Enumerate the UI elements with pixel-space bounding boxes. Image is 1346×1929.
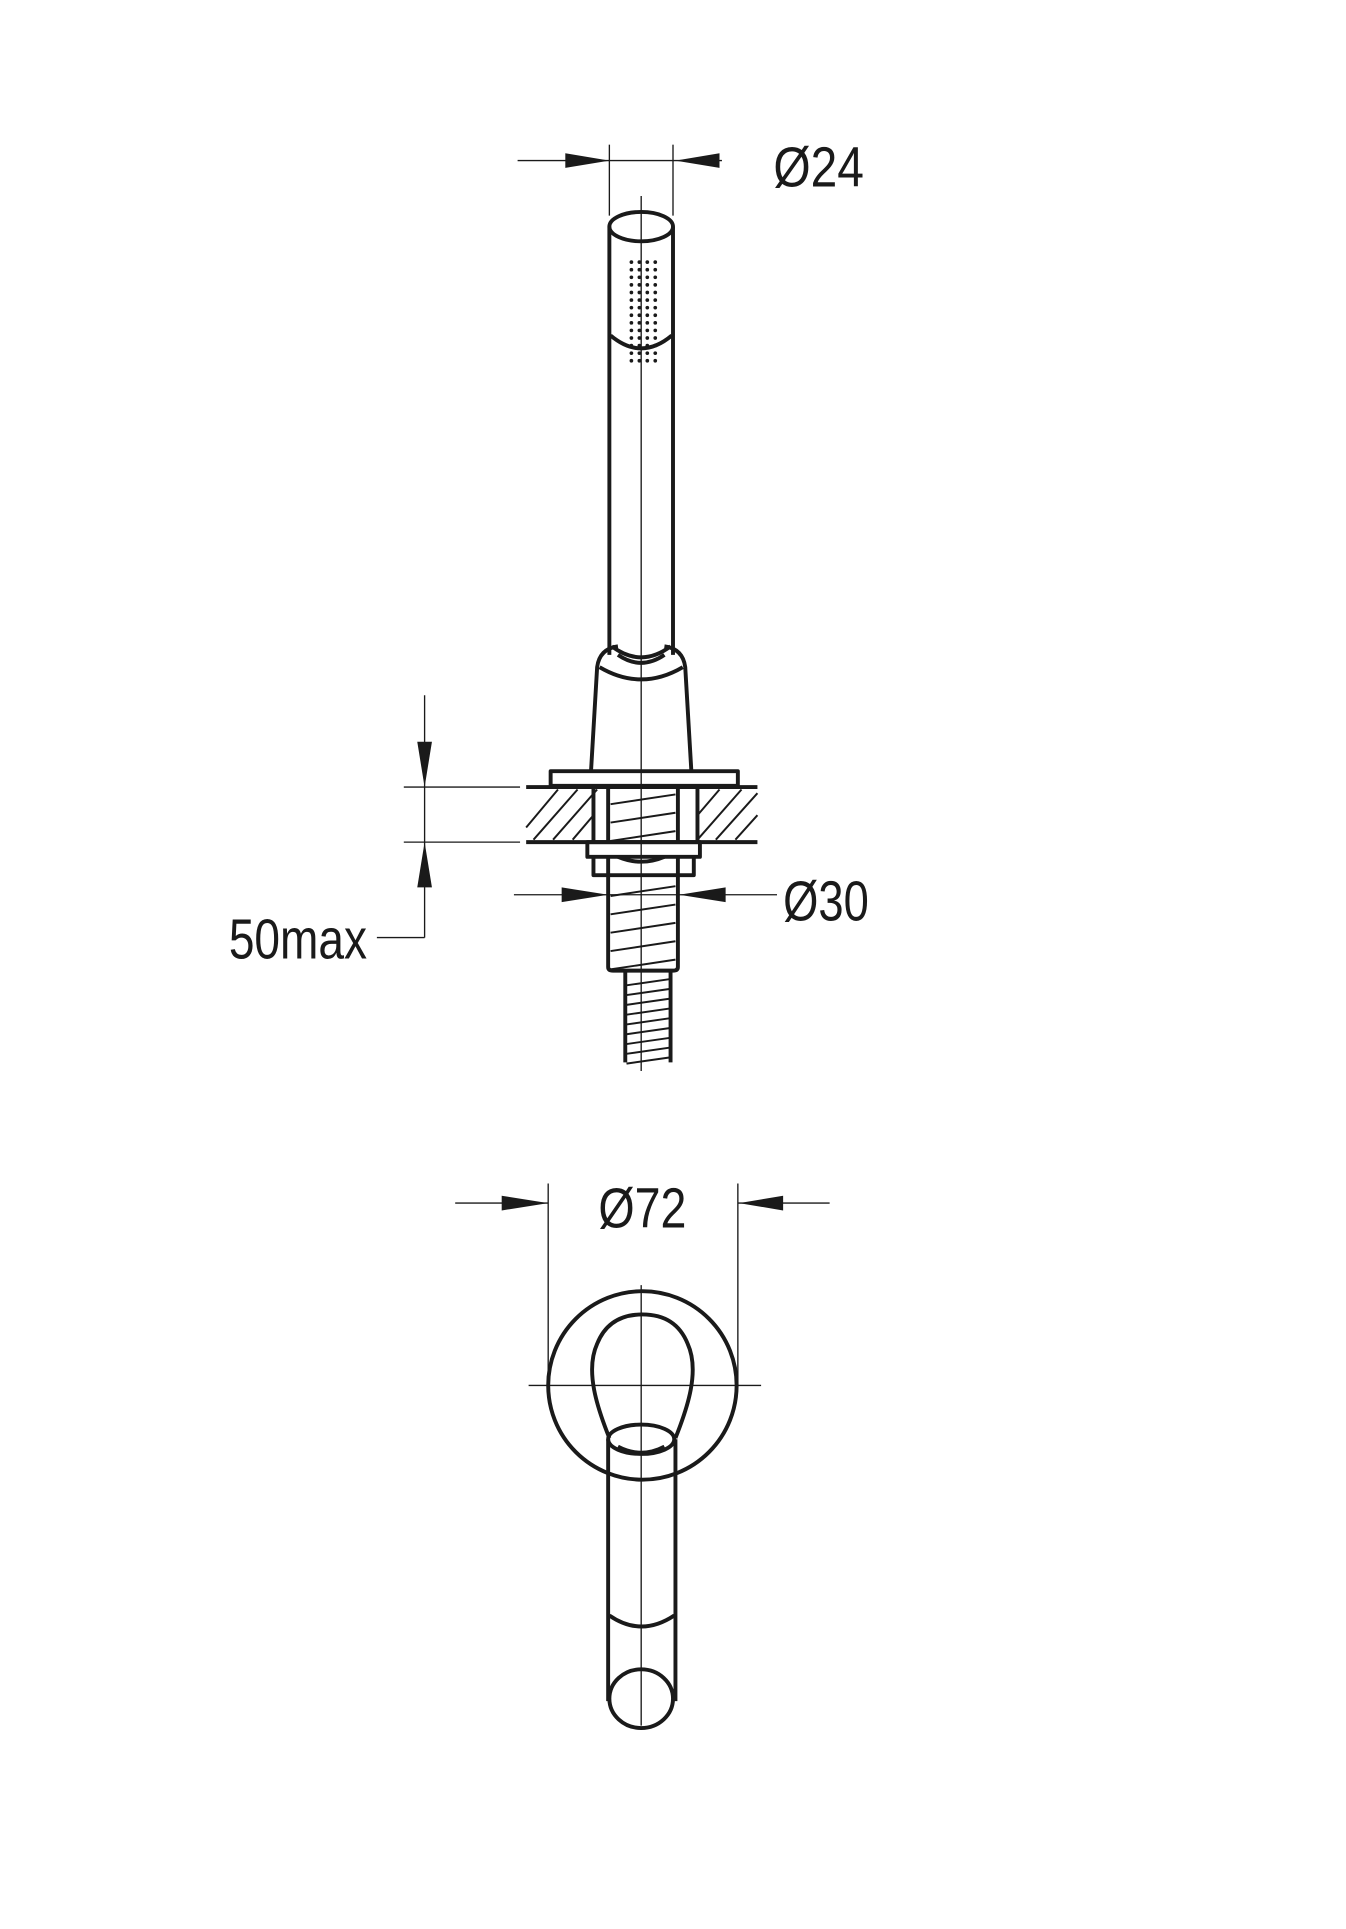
- hand-shower-handle: [607, 210, 675, 665]
- shower-hose: [623, 970, 673, 1065]
- nozzle-dot: [653, 351, 658, 356]
- nozzle-dot: [629, 358, 634, 363]
- nozzle-dot: [653, 358, 658, 363]
- dimension-flange-diameter: Ø72: [455, 1177, 830, 1386]
- nozzle-dot: [637, 298, 642, 302]
- thread-line: [610, 811, 676, 824]
- nozzle-dot: [637, 320, 642, 325]
- dimension-handle-diameter: Ø24: [517, 135, 864, 216]
- nozzle-dot: [653, 328, 658, 333]
- counter-thickness-label: 50max: [229, 907, 367, 970]
- nozzle-dot: [645, 260, 650, 264]
- nozzle-dot: [645, 275, 650, 280]
- flange-plate: [548, 769, 740, 788]
- hose-ridge: [626, 1027, 670, 1036]
- dimension-thread-diameter: Ø30: [513, 869, 869, 932]
- thread-line: [610, 830, 676, 842]
- spray-nozzles: [629, 260, 658, 363]
- nozzle-dot: [629, 313, 634, 318]
- nozzle-dot: [629, 290, 634, 295]
- nozzle-dot: [637, 267, 642, 272]
- nozzle-dot: [637, 313, 642, 318]
- nozzle-dot: [637, 275, 642, 280]
- nozzle-dot: [653, 313, 658, 318]
- nozzle-dot: [637, 328, 642, 333]
- nozzle-dot: [637, 351, 642, 356]
- nozzle-dot: [653, 267, 658, 272]
- nozzle-dot: [653, 336, 658, 340]
- thread-line: [610, 903, 676, 916]
- hose-ridge: [626, 1007, 670, 1016]
- nozzle-dot: [629, 305, 634, 310]
- nozzle-dot: [629, 328, 634, 333]
- hose-ridge: [626, 1056, 670, 1065]
- nozzle-dot: [645, 290, 650, 295]
- nozzle-dot: [637, 260, 642, 264]
- threaded-stud: [585, 787, 702, 973]
- nozzle-dot: [645, 351, 650, 356]
- nozzle-dot: [645, 343, 650, 348]
- nozzle-dot: [653, 305, 658, 310]
- nozzle-dot: [637, 290, 642, 295]
- thread-line: [610, 793, 676, 806]
- nozzle-dot: [645, 305, 650, 310]
- thread-line: [610, 921, 676, 934]
- hose-ridge: [626, 988, 670, 997]
- nozzle-dot: [637, 305, 642, 310]
- hose-ridge: [626, 1017, 670, 1026]
- hose-ridge: [626, 1036, 670, 1046]
- hose-ridge: [626, 997, 670, 1006]
- nozzle-dot: [629, 320, 634, 325]
- nozzle-dot: [629, 351, 634, 356]
- nozzle-dot: [653, 275, 658, 280]
- nozzle-dot: [653, 283, 658, 287]
- nozzle-dot: [645, 298, 650, 302]
- nozzle-dot: [629, 343, 634, 348]
- nozzle-dot: [637, 336, 642, 340]
- thread-line: [610, 940, 676, 953]
- nozzle-dot: [645, 313, 650, 318]
- nozzle-dot: [629, 298, 634, 302]
- nozzle-dot: [629, 336, 634, 340]
- thread-diameter-label: Ø30: [783, 869, 869, 932]
- hose-ridge: [626, 978, 670, 987]
- nozzle-dot: [629, 267, 634, 272]
- nozzle-dot: [645, 320, 650, 325]
- thread-line: [610, 958, 676, 971]
- nozzle-dot: [645, 336, 650, 340]
- nozzle-dot: [653, 298, 658, 302]
- nozzle-dot: [637, 283, 642, 287]
- handle-diameter-label: Ø24: [773, 135, 864, 198]
- nozzle-dot: [629, 275, 634, 280]
- nozzle-dot: [645, 267, 650, 272]
- flange-diameter-label: Ø72: [598, 1177, 686, 1240]
- nozzle-dot: [645, 358, 650, 363]
- nozzle-dot: [645, 328, 650, 333]
- dimension-counter-thickness: 50max: [229, 695, 521, 970]
- nozzle-dot: [653, 343, 658, 348]
- hose-ridge: [626, 1046, 670, 1055]
- nozzle-dot: [629, 283, 634, 287]
- nozzle-dot: [653, 290, 658, 295]
- nozzle-dot: [637, 358, 642, 363]
- nozzle-dot: [653, 260, 658, 264]
- top-view-holder: [546, 1289, 739, 1731]
- nozzle-dot: [653, 320, 658, 325]
- nozzle-dot: [637, 343, 642, 348]
- nozzle-dot: [629, 260, 634, 264]
- nozzle-dot: [645, 283, 650, 287]
